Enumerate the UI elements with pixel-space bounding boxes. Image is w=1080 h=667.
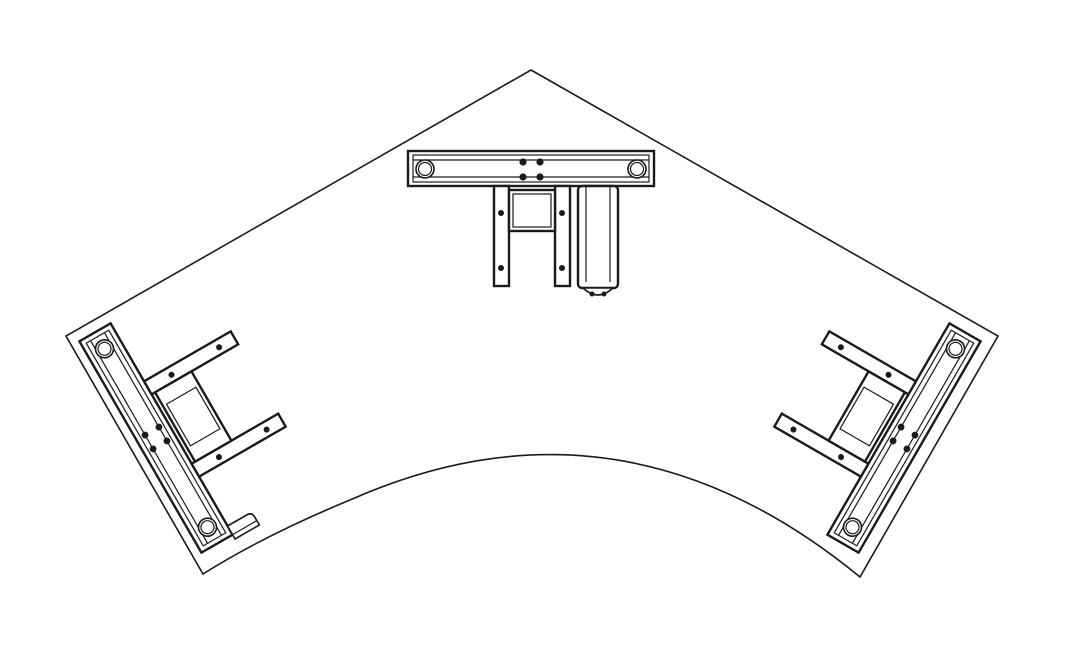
center-leg-frame [406, 149, 656, 297]
mounting-bolts [889, 423, 919, 453]
mounting-bolts [141, 423, 171, 453]
desktop-outline [64, 69, 1000, 579]
right-leg-frame [772, 321, 983, 555]
left-leg-frame [77, 321, 288, 555]
mounting-bolts [519, 158, 544, 181]
left-control-box [226, 513, 261, 541]
center-lift-motor [576, 184, 620, 297]
